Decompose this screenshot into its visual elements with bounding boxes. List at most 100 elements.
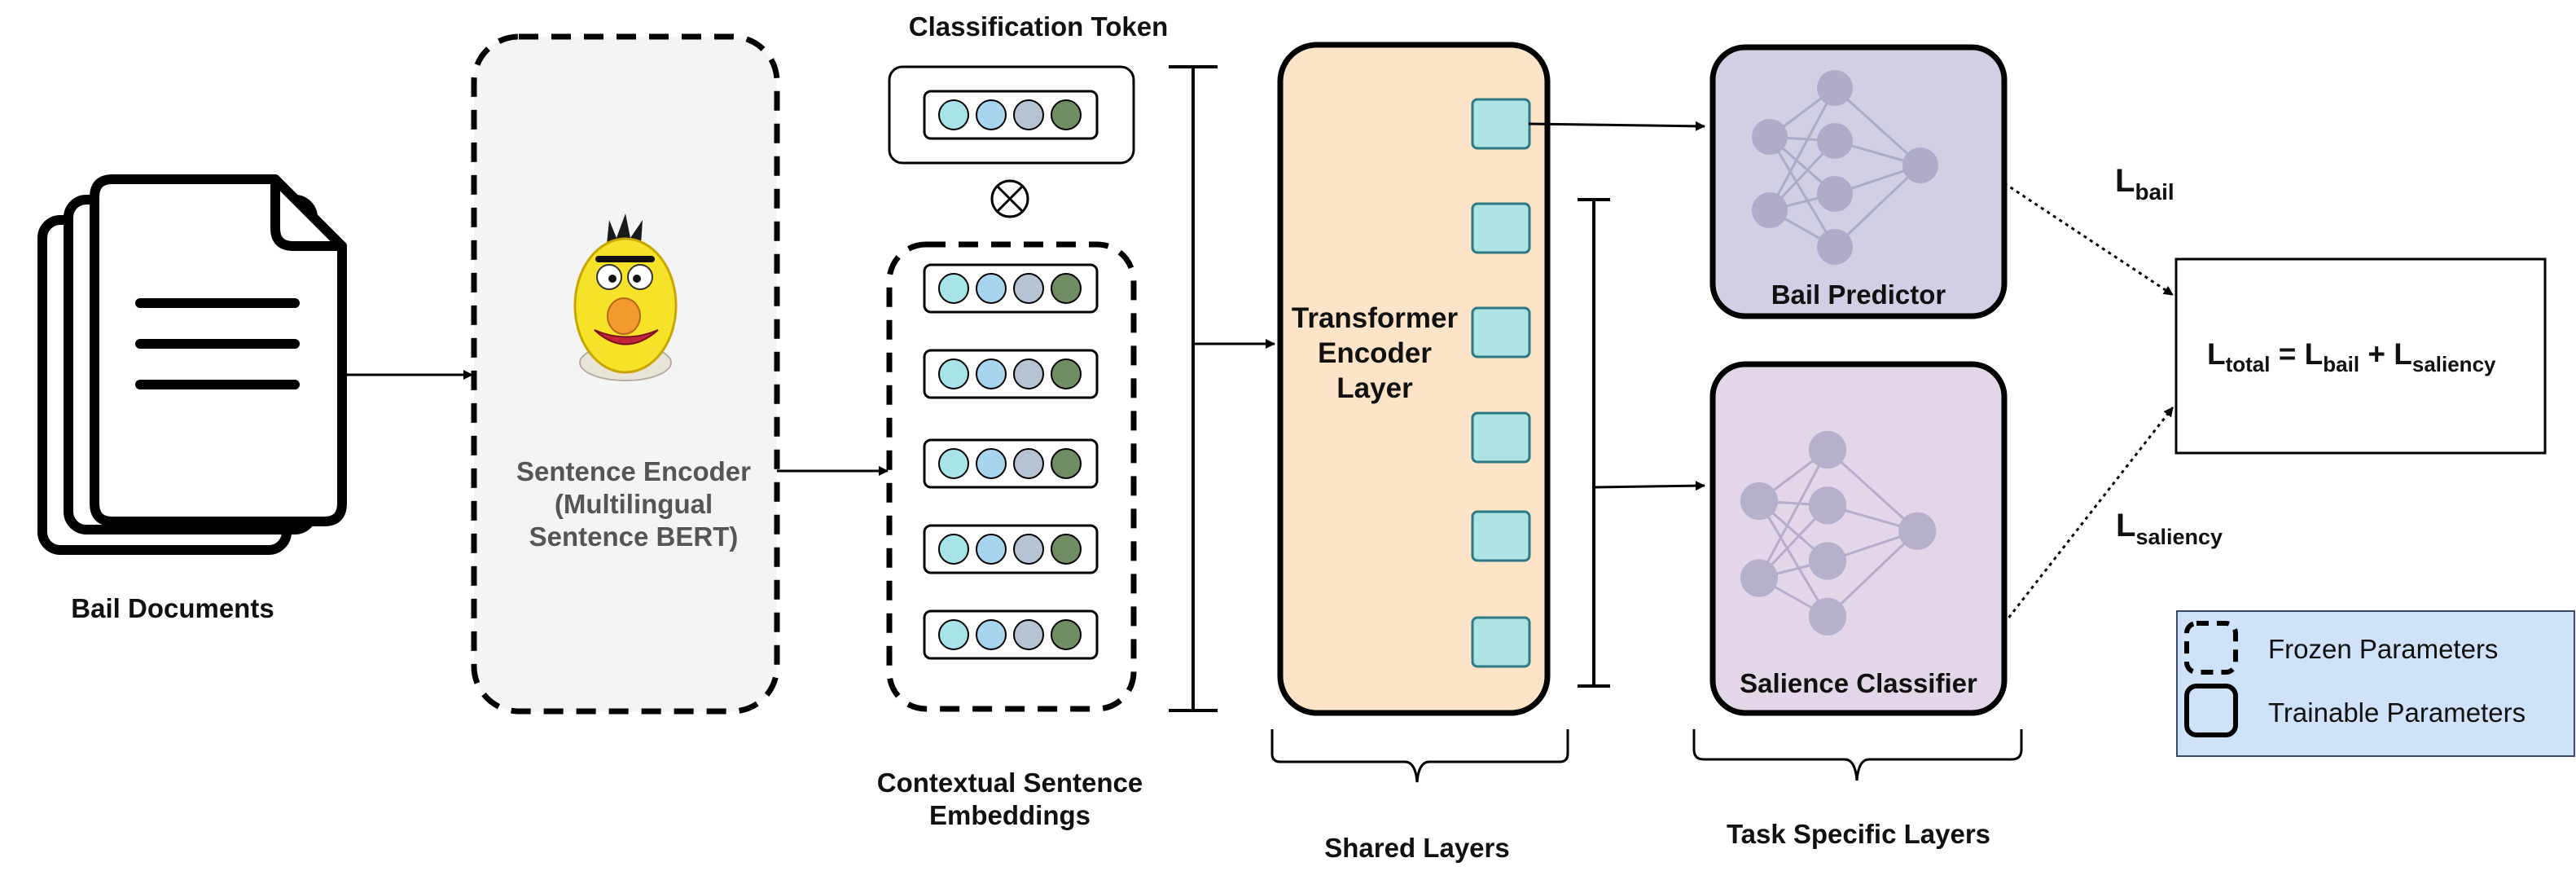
- network-edge: [1826, 530, 1919, 618]
- total-loss-box: [2174, 257, 2547, 455]
- transformer-output-token: [1471, 616, 1531, 668]
- network-node: [1752, 192, 1788, 228]
- embedding-dimension-dot: [976, 448, 1007, 479]
- salience-classifier-box: [1709, 361, 2008, 716]
- salience-classifier-network-icon: [1740, 430, 1937, 636]
- embedding-dimension-dot: [1013, 273, 1044, 304]
- loss-bail-label: Lbail: [2115, 163, 2174, 205]
- embedding-dimension-dot: [976, 359, 1007, 389]
- network-node: [1808, 486, 1847, 525]
- legend-trainable-swatch: [2184, 684, 2238, 737]
- network-edge: [1768, 87, 1837, 211]
- network-node: [1817, 229, 1853, 265]
- sentence-embedding-row: [923, 524, 1099, 574]
- transformer-output-token: [1471, 411, 1531, 464]
- bail-predictor-label: Bail Predictor: [1771, 279, 1946, 310]
- circled-times-icon: [990, 179, 1029, 218]
- transformer-output-token: [1471, 98, 1531, 150]
- sentence-encoder-label-1: Sentence Encoder: [516, 456, 751, 486]
- network-node: [1902, 147, 1938, 183]
- classification-token-embedding: [923, 90, 1099, 140]
- network-node: [1817, 176, 1853, 212]
- transformer-label-1: Transformer: [1292, 302, 1459, 334]
- classification-token-label: Classification Token: [909, 11, 1168, 42]
- network-edge: [1833, 86, 1922, 167]
- embedding-frame: [923, 438, 1099, 489]
- network-node: [1808, 542, 1847, 580]
- embedding-dimension-dot: [976, 273, 1007, 304]
- legend-trainable-label: Trainable Parameters: [2268, 697, 2526, 728]
- bert-character-icon: [573, 213, 678, 381]
- legend-box: [2176, 610, 2575, 757]
- embedding-frame: [923, 263, 1099, 314]
- legend-frozen-label: Frozen Parameters: [2268, 634, 2498, 664]
- network-node: [1898, 512, 1937, 550]
- embedding-dimension-dot: [1013, 619, 1044, 650]
- network-edge: [1758, 500, 1829, 618]
- embedding-frame: [923, 349, 1099, 399]
- bail-predictor-box: [1709, 44, 2008, 319]
- sentence-encoder-label-3: Sentence BERT): [529, 521, 739, 552]
- embedding-bracket: [1169, 65, 1218, 712]
- embedding-dimension-dot: [1051, 534, 1082, 565]
- legend-frozen-swatch: [2184, 621, 2238, 675]
- embedding-dimension-dot: [1051, 273, 1082, 304]
- output-bracket: [1578, 198, 1610, 688]
- transformer-output-squares: [1471, 98, 1531, 668]
- contextual-embedding-rows: [923, 263, 1099, 660]
- embedding-frame: [923, 524, 1099, 574]
- loss-saliency-label: Lsaliency: [2116, 508, 2223, 549]
- salience-classifier-label: Salience Classifier: [1740, 668, 1977, 698]
- contextual-embeddings-label-1: Contextual Sentence: [877, 768, 1143, 798]
- network-node: [1817, 123, 1853, 159]
- embedding-dimension-dot: [1013, 359, 1044, 389]
- transformer-label-3: Layer: [1336, 372, 1413, 404]
- embedding-frame: [923, 609, 1099, 660]
- network-node: [1808, 430, 1847, 469]
- cls-token-row: [923, 90, 1099, 140]
- transformer-output-token: [1471, 306, 1531, 359]
- total-loss-equation: Ltotal = Lbail + Lsaliency: [2207, 337, 2496, 376]
- task-specific-brace: [1692, 729, 2023, 781]
- embedding-dimension-dot: [976, 619, 1007, 650]
- network-edge: [1826, 448, 1919, 532]
- sentence-embedding-row: [923, 438, 1099, 489]
- network-edge: [1758, 449, 1829, 579]
- transformer-output-token: [1471, 202, 1531, 254]
- embedding-dimension-dot: [938, 99, 969, 130]
- embedding-dimension-dot: [1051, 448, 1082, 479]
- task-specific-layers-label: Task Specific Layers: [1727, 819, 1990, 849]
- bail-documents-label: Bail Documents: [71, 593, 274, 623]
- embedding-dimension-dot: [938, 359, 969, 389]
- sentence-encoder-label-2: (Multilingual: [555, 489, 713, 519]
- network-node: [1817, 70, 1853, 106]
- legend: Frozen Parameters Trainable Parameters: [2176, 610, 2575, 757]
- embedding-dimension-dot: [1051, 99, 1082, 130]
- network-node: [1740, 559, 1779, 597]
- embedding-dimension-dot: [1051, 359, 1082, 389]
- embedding-frame: [923, 90, 1099, 140]
- shared-layers-brace: [1270, 729, 1569, 783]
- embedding-dimension-dot: [938, 619, 969, 650]
- embedding-dimension-dot: [1013, 448, 1044, 479]
- sentence-embedding-row: [923, 349, 1099, 399]
- bail-predictor-network-icon: [1752, 70, 1938, 265]
- network-node: [1752, 119, 1788, 155]
- embedding-dimension-dot: [938, 273, 969, 304]
- transformer-output-token: [1471, 510, 1531, 562]
- network-edge: [1768, 136, 1837, 248]
- network-edge: [1833, 164, 1922, 249]
- embedding-dimension-dot: [1013, 99, 1044, 130]
- contextual-embeddings-label-2: Embeddings: [929, 800, 1091, 830]
- sentence-embedding-row: [923, 609, 1099, 660]
- embedding-dimension-dot: [976, 534, 1007, 565]
- sentence-embedding-row: [923, 263, 1099, 314]
- embedding-dimension-dot: [1051, 619, 1082, 650]
- network-node: [1740, 482, 1779, 521]
- stacked-documents-icon: [37, 174, 347, 555]
- network-node: [1808, 597, 1847, 636]
- embedding-dimension-dot: [976, 99, 1007, 130]
- transformer-label-2: Encoder: [1318, 337, 1432, 369]
- embedding-dimension-dot: [938, 534, 969, 565]
